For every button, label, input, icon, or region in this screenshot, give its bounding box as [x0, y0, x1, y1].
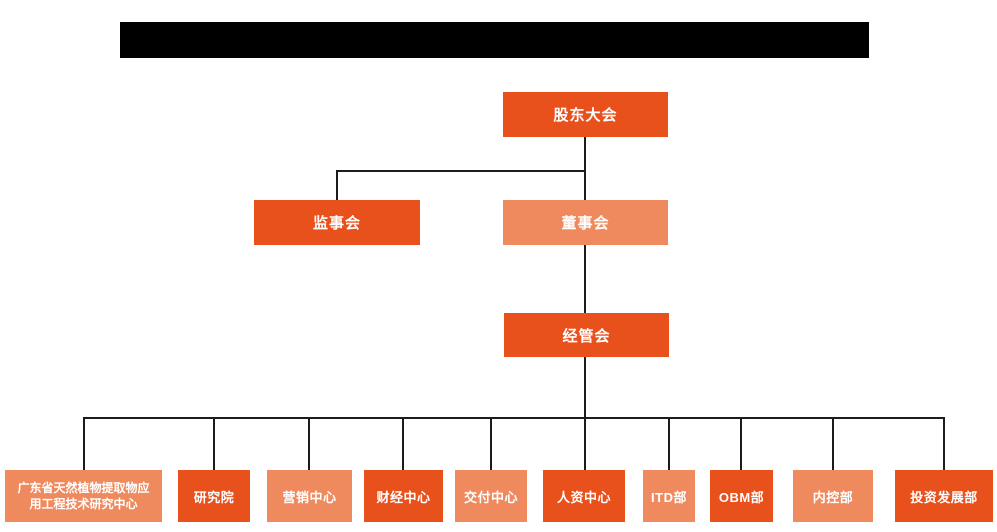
org-node-board-of-directors: 董事会 [503, 200, 668, 245]
org-node-label: 研究院 [193, 489, 235, 505]
org-node-investment-development-dept: 投资发展部 [895, 470, 993, 522]
org-node-internal-control-dept: 内控部 [793, 470, 873, 522]
org-node-finance-center: 财经中心 [364, 470, 443, 522]
org-node-marketing-center: 营销中心 [267, 470, 352, 522]
connector-board-drop [584, 170, 586, 201]
org-node-research-institute: 研究院 [178, 470, 250, 522]
connector-dept-drop-2 [213, 417, 215, 470]
org-node-research-center: 广东省天然植物提取物应 用工程技术研究中心 [5, 470, 162, 522]
org-node-label: 董事会 [561, 215, 610, 232]
org-node-label: ITD部 [651, 489, 687, 505]
org-node-label: 财经中心 [376, 489, 431, 505]
org-node-label: 营销中心 [282, 489, 337, 505]
org-node-label: 人资中心 [556, 489, 611, 505]
org-node-label: 广东省天然植物提取物应 用工程技术研究中心 [17, 480, 150, 511]
org-node-label: 监事会 [312, 215, 361, 232]
connector-dept-drop-6 [584, 417, 586, 470]
org-node-label: 交付中心 [463, 489, 518, 505]
org-node-supervisory-board: 监事会 [254, 200, 420, 245]
connector-mgmt-stem [584, 357, 586, 418]
connector-dept-drop-7 [668, 417, 670, 470]
org-node-shareholders-meeting: 股东大会 [503, 92, 668, 137]
org-node-itd-dept: ITD部 [643, 470, 695, 522]
connector-supervisory-drop [336, 170, 338, 201]
org-node-label: 经管会 [562, 327, 611, 345]
connector-dept-drop-5 [490, 417, 492, 470]
org-node-management-committee: 经管会 [504, 313, 669, 357]
org-node-delivery-center: 交付中心 [455, 470, 527, 522]
org-node-label: 股东大会 [553, 107, 618, 124]
org-node-label: 投资发展部 [910, 489, 978, 505]
connector-level2-rail [336, 170, 586, 172]
redacted-title-bar [120, 22, 869, 58]
org-node-label: OBM部 [718, 489, 765, 505]
connector-dept-rail [83, 417, 945, 419]
connector-dept-drop-8 [740, 417, 742, 470]
connector-dept-drop-1 [83, 417, 85, 470]
connector-dept-drop-3 [308, 417, 310, 470]
connector-dept-drop-4 [402, 417, 404, 470]
connector-dept-drop-9 [832, 417, 834, 470]
connector-board-to-mgmt [584, 245, 586, 313]
connector-root-stem [584, 137, 586, 170]
connector-dept-drop-10 [943, 417, 945, 470]
org-node-hr-center: 人资中心 [543, 470, 625, 522]
org-node-obm-dept: OBM部 [710, 470, 773, 522]
org-node-label: 内控部 [812, 489, 854, 505]
